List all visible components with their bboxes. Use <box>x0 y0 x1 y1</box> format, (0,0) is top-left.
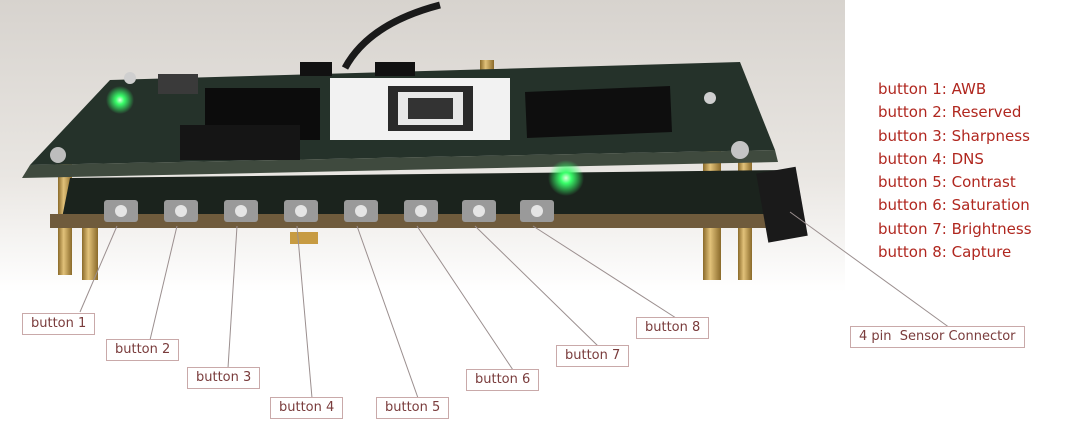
screw <box>731 141 749 159</box>
legend-item: button 2: Reserved <box>878 103 1022 122</box>
callout-button-2: button 2 <box>106 339 180 361</box>
callout-button-8: button 8 <box>636 317 710 339</box>
callout-button-1: button 1 <box>22 313 96 335</box>
callout-button-5: button 5 <box>376 397 450 419</box>
chip <box>158 74 198 94</box>
screw <box>124 72 136 84</box>
callout-button-4: button 4 <box>270 397 344 419</box>
legend-item: button 7: Brightness <box>878 219 1032 238</box>
chip <box>180 125 300 160</box>
qr-code-core <box>408 98 453 119</box>
callout-button-3: button 3 <box>187 367 261 389</box>
screw <box>50 147 66 163</box>
legend-item: button 1: AWB <box>878 80 987 98</box>
chip <box>375 62 415 76</box>
sensor-connector-module <box>756 166 808 243</box>
legend-item: button 4: DNS <box>878 149 984 168</box>
screw <box>704 92 716 104</box>
standoff <box>82 225 98 280</box>
bottom-connector <box>290 232 318 244</box>
callout-sensor-connector: 4 pin Sensor Connector <box>850 326 1025 348</box>
legend-item: button 8: Capture <box>878 243 1012 262</box>
switch <box>300 62 332 76</box>
callout-button-6: button 6 <box>466 369 540 391</box>
led-glow <box>106 86 134 114</box>
top-board-edge <box>22 150 778 178</box>
leader-lines <box>79 211 951 399</box>
legend-item: button 3: Sharpness <box>878 126 1030 145</box>
legend-item: button 5: Contrast <box>878 173 1016 192</box>
push-buttons <box>104 200 554 222</box>
legend-item: button 6: Saturation <box>878 196 1030 215</box>
chip <box>525 86 672 138</box>
callout-button-7: button 7 <box>556 345 630 367</box>
button-legend: button 1: AWB button 2: Reserved button … <box>878 78 1032 264</box>
cable <box>341 1 441 70</box>
led-glow <box>548 160 584 196</box>
